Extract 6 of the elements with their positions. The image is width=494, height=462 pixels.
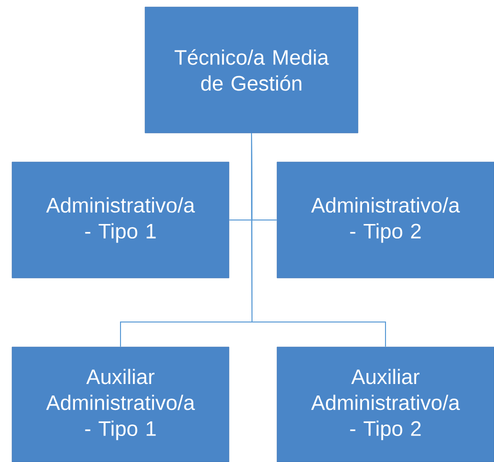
org-box: Auxiliar Administrativo/a - Tipo 1 (12, 346, 230, 462)
org-box: Auxiliar Administrativo/a - Tipo 2 (276, 346, 494, 462)
org-box: Técnico/a Media de Gestión (144, 6, 358, 134)
org-box: Administrativo/a - Tipo 1 (12, 162, 230, 278)
org-box: Administrativo/a - Tipo 2 (276, 162, 494, 278)
connector-line (251, 132, 386, 348)
